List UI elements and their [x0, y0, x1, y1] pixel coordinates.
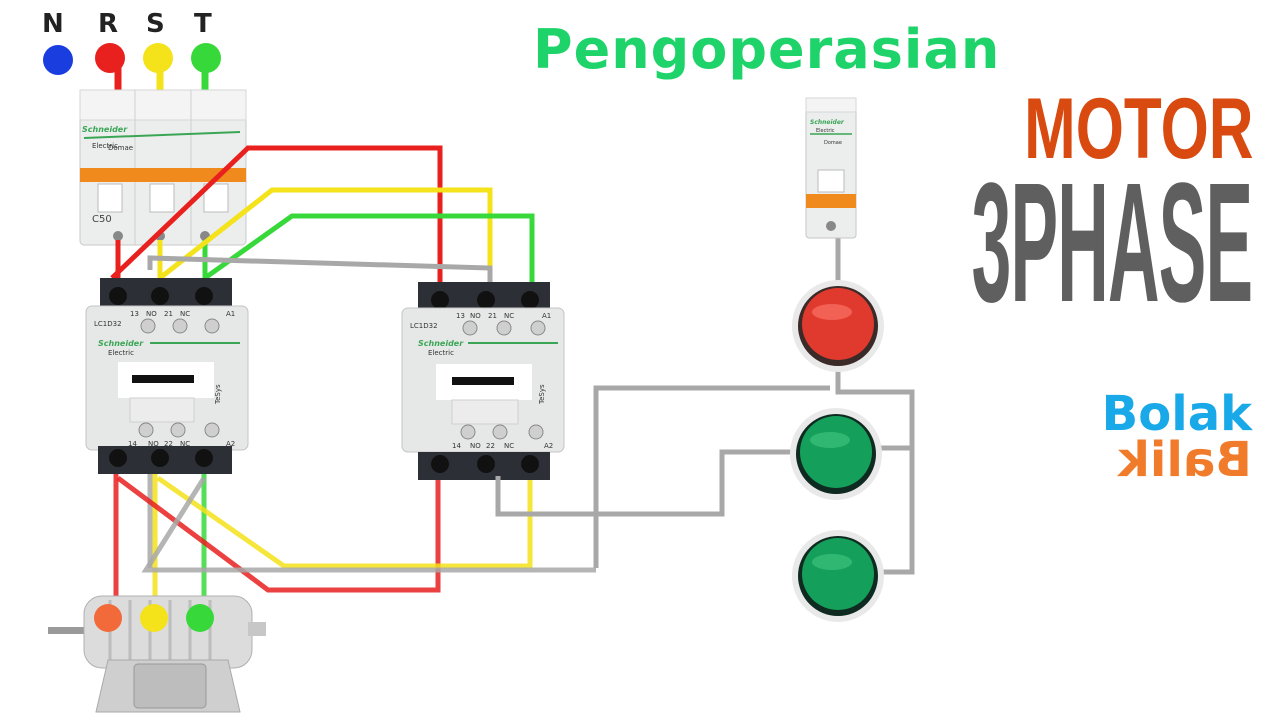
phase-dot-n: [43, 45, 73, 75]
k2-b-14: 14: [452, 442, 461, 450]
k1-model: LC1D32: [94, 320, 122, 328]
wire-control-top: [147, 255, 493, 282]
wire-k2-cross-r: [116, 475, 441, 593]
contactor-k2: LC1D32 13 NO 21 NC A1 Schneider Electric…: [401, 282, 565, 480]
main-mcb-brand: Schneider: [82, 125, 128, 134]
wire-t-k2: [203, 213, 535, 288]
k2-series: TeSys: [538, 384, 546, 405]
motor-terminal-u: [94, 604, 122, 632]
forward-button[interactable]: [800, 416, 872, 488]
wire-ctrl-k2: [495, 449, 796, 517]
phase-label-n: N: [42, 9, 64, 39]
control-mcb-lever[interactable]: [806, 194, 856, 208]
k1-b-nc: NC: [180, 440, 190, 448]
control-mcb-model: Domae: [824, 140, 842, 146]
k1-series: TeSys: [214, 384, 222, 405]
pushbutton-group: [790, 280, 884, 622]
contactor-k1: LC1D32 13 NO 21 NC A1 Schneider Electric…: [85, 278, 249, 474]
k2-b-a2: A2: [544, 442, 553, 450]
wire-ctrl-stop-rev: [835, 362, 915, 575]
control-mcb-sub: Electric: [816, 128, 835, 134]
motor-terminal-v: [140, 604, 168, 632]
title-pengoperasian: Pengoperasian: [533, 18, 1001, 81]
k1-t-13: 13: [130, 310, 139, 318]
k1-t-no: NO: [146, 310, 157, 318]
reverse-button[interactable]: [802, 538, 874, 610]
k1-sub: Electric: [108, 349, 134, 357]
k1-t-21: 21: [164, 310, 173, 318]
k1-t-nc: NC: [180, 310, 190, 318]
main-mcb-sub: Electric: [92, 142, 118, 150]
k2-b-no: NO: [470, 442, 481, 450]
title-balik-mirrored: Balik: [1118, 432, 1252, 488]
motor-terminal-w: [186, 604, 214, 632]
main-mcb-model: Domae: [108, 144, 133, 152]
k2-sub: Electric: [428, 349, 454, 357]
main-mcb-lever[interactable]: [80, 168, 246, 182]
wire-k2-cross-s: [156, 475, 533, 569]
title-3phase: 3PHASE: [971, 148, 1253, 338]
stop-button[interactable]: [802, 288, 874, 360]
wire-control-bottom: [141, 476, 596, 573]
phase-label-s: S: [146, 9, 165, 39]
k1-b-22: 22: [164, 440, 173, 448]
k2-t-a1: A1: [542, 312, 551, 320]
control-mcb-brand: Schneider: [810, 119, 845, 126]
motor: [48, 595, 266, 713]
title-motor: MOTOR: [1024, 81, 1254, 177]
power-wiring: [110, 145, 535, 288]
title-bolak: Bolak: [1101, 386, 1252, 442]
phase-dot-s: [143, 43, 173, 73]
k2-t-no: NO: [470, 312, 481, 320]
k1-b-a2: A2: [226, 440, 235, 448]
k2-t-21: 21: [488, 312, 497, 320]
k2-b-nc: NC: [504, 442, 514, 450]
phase-supply: N R S T: [42, 9, 221, 112]
motor-wiring: [113, 474, 596, 610]
phase-dot-t: [191, 43, 221, 73]
main-mcb: Schneider Electric Domae C50: [79, 89, 247, 246]
control-mcb: Schneider Electric Domae: [805, 97, 857, 239]
wire-s-k2: [158, 187, 493, 288]
wire-ctrl-left: [593, 385, 830, 568]
main-mcb-rating: C50: [92, 214, 112, 225]
k1-brand: Schneider: [98, 339, 144, 348]
phase-label-r: R: [98, 9, 118, 39]
phase-label-t: T: [194, 9, 212, 39]
k2-t-nc: NC: [504, 312, 514, 320]
k2-brand: Schneider: [418, 339, 464, 348]
k2-b-22: 22: [486, 442, 495, 450]
k1-b-no: NO: [148, 440, 159, 448]
k1-t-a1: A1: [226, 310, 235, 318]
k2-model: LC1D32: [410, 322, 438, 330]
k1-b-14: 14: [128, 440, 137, 448]
motor-shaft: [48, 627, 88, 634]
k2-t-13: 13: [456, 312, 465, 320]
